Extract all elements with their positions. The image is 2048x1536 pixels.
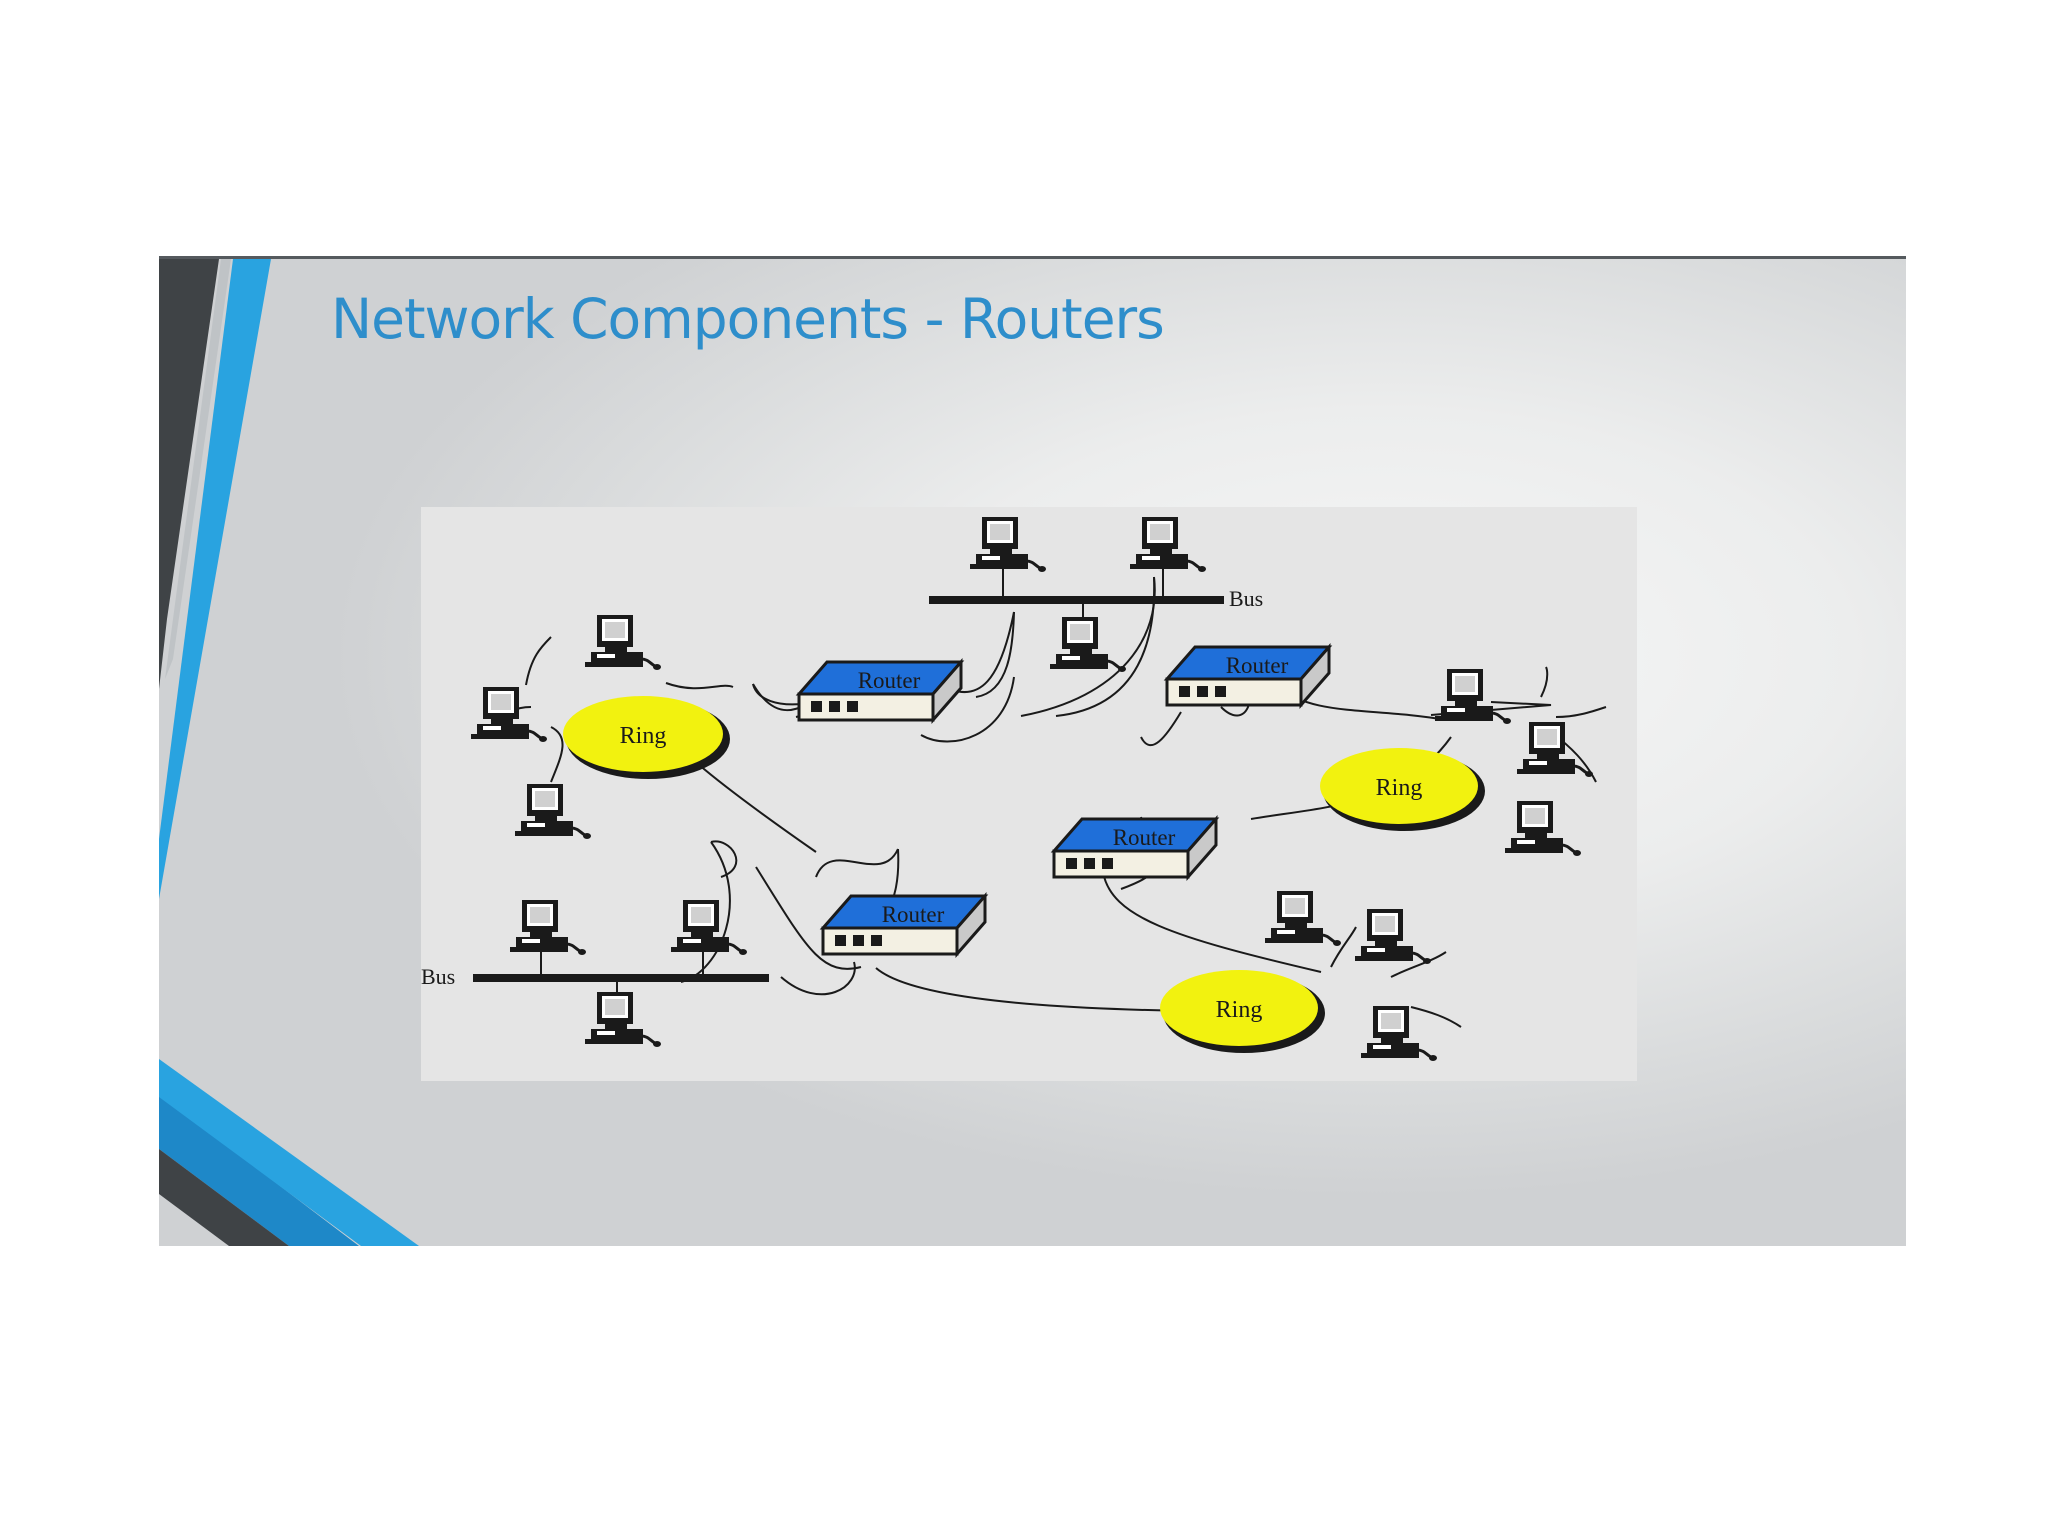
bus-label-top: Bus	[1229, 586, 1263, 611]
router-label: Router	[858, 668, 921, 693]
ring-left: Ring	[563, 696, 730, 779]
computer-icon	[968, 515, 1048, 574]
slide: Network Components - Routers	[159, 256, 1906, 1246]
computer-icon	[508, 898, 588, 957]
router-icon: Router	[1050, 815, 1220, 881]
computer-icon	[1359, 1004, 1439, 1063]
bus-bar-top	[929, 596, 1224, 604]
computer-icon	[1515, 720, 1595, 779]
ring-right: Ring	[1320, 748, 1485, 831]
computer-icon	[1353, 907, 1433, 966]
ring-label: Ring	[620, 723, 667, 749]
network-diagram-svg: Bus Bus	[421, 515, 1607, 1063]
blue-stripe	[159, 259, 271, 899]
ring-bottom: Ring	[1160, 970, 1325, 1053]
computer-icon	[469, 685, 549, 744]
ring-label: Ring	[1376, 775, 1423, 801]
router-icon: Router	[795, 658, 965, 724]
computer-icon	[1048, 615, 1128, 674]
light-stripe	[165, 259, 231, 679]
router-icon: Router	[819, 892, 989, 958]
computer-icon	[1128, 515, 1208, 574]
corner-dark-stripe	[159, 1149, 289, 1246]
ring-label: Ring	[1216, 997, 1263, 1023]
network-diagram: Bus Bus	[421, 507, 1637, 1081]
router-label: Router	[1113, 825, 1176, 850]
computer-icon	[583, 990, 663, 1049]
dark-stripe	[159, 259, 219, 689]
computer-icon	[1433, 667, 1513, 726]
slide-decoration	[159, 259, 419, 1246]
computer-icon	[513, 782, 593, 841]
slide-title: Network Components - Routers	[331, 287, 1165, 351]
corner-light-blue-stripe	[159, 1059, 419, 1246]
computer-icon	[1503, 799, 1583, 858]
bus-bar-bottom	[473, 974, 769, 982]
router-icon: Router	[1163, 643, 1333, 709]
computer-icon	[669, 898, 749, 957]
bus-label-bottom: Bus	[421, 964, 455, 989]
router-label: Router	[1226, 653, 1289, 678]
computer-icon	[1263, 889, 1343, 948]
router-label: Router	[882, 902, 945, 927]
computer-icon	[583, 613, 663, 672]
